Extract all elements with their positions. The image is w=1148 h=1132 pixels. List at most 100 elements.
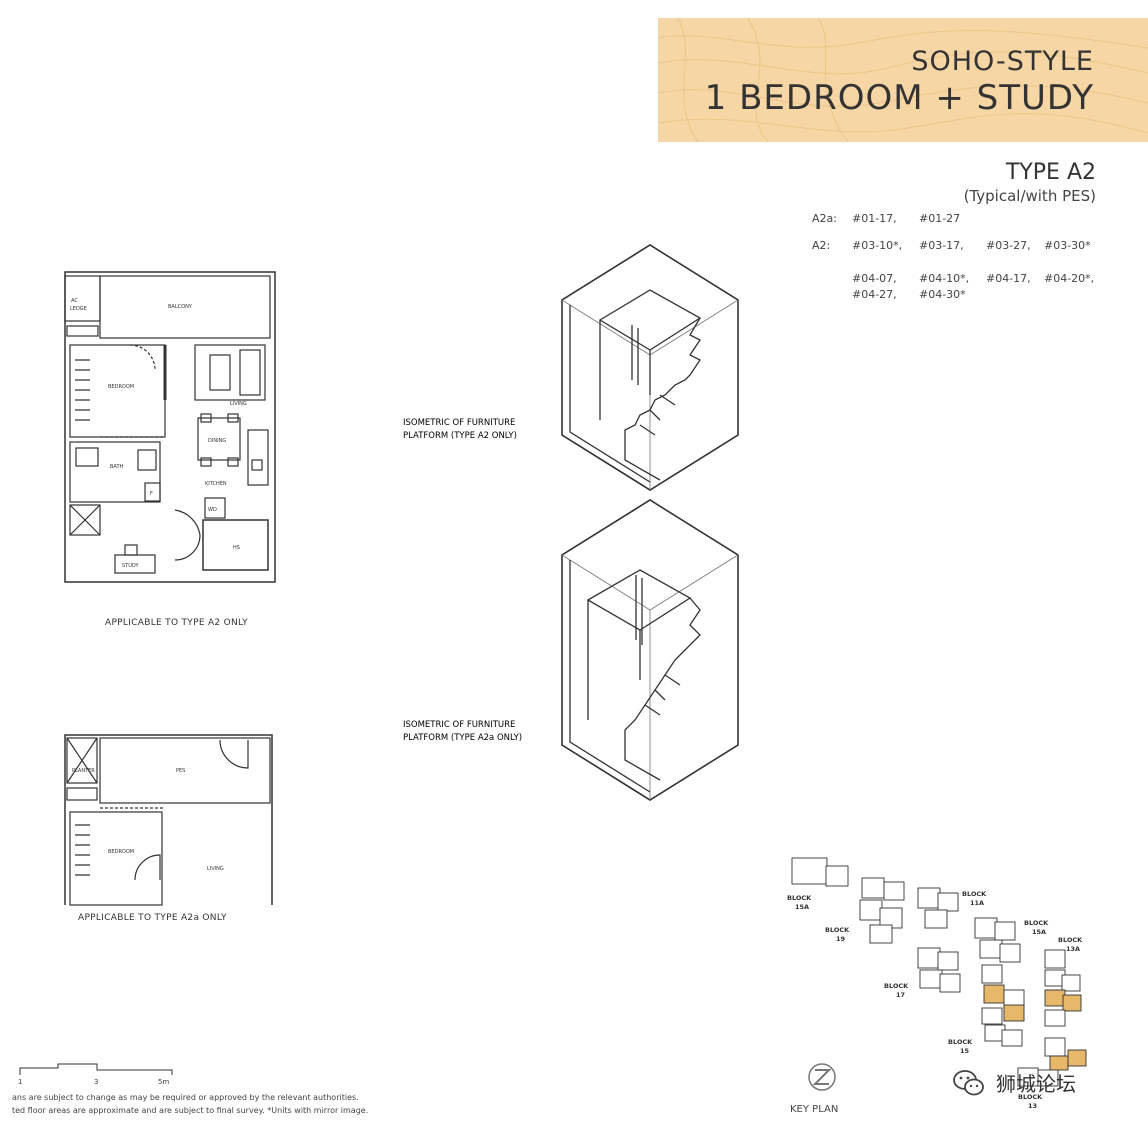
block-building — [974, 917, 998, 939]
block-label: 17 — [896, 991, 905, 999]
iso-a2-caption-line2: PLATFORM (TYPE A2 ONLY) — [403, 431, 517, 441]
dining-chair — [227, 413, 239, 423]
block-label: 19 — [836, 935, 846, 943]
disclaimer-line1: ans are subject to change as may be requ… — [12, 1093, 359, 1102]
dining-chair — [227, 457, 239, 467]
unit-number: #04-30* — [919, 288, 966, 301]
room-label: BATH — [110, 464, 124, 470]
block-building — [861, 877, 885, 899]
iso-a2-caption-line1: ISOMETRIC OF FURNITURE — [403, 418, 515, 428]
highlighted-unit — [983, 984, 1005, 1004]
scale-mark: 3 — [94, 1078, 99, 1086]
block-building — [939, 973, 961, 993]
bedroom-area — [69, 811, 163, 906]
key-plan-labels: BLOCK 15A BLOCK 19 BLOCK 11A BLOCK 15A B… — [787, 890, 1083, 1110]
block-building — [883, 881, 905, 901]
block-building — [1044, 1037, 1066, 1057]
bedroom-area — [69, 344, 166, 438]
floorplan-a2a-caption: APPLICABLE TO TYPE A2a ONLY — [78, 913, 227, 923]
wardrobe-lines — [75, 824, 90, 876]
stove — [251, 459, 263, 471]
block-building — [924, 909, 948, 929]
block-building — [1044, 949, 1066, 969]
watermark-text: 狮城论坛 — [996, 1072, 1076, 1096]
iso-inner-wall — [569, 305, 651, 483]
block-building — [791, 857, 828, 885]
disclaimer-line2: ted floor areas are approximate and are … — [12, 1106, 369, 1115]
unit-list-row: A2: #03-10*, #03-17, #03-27, #03-30* — [812, 239, 1091, 252]
block-building — [859, 899, 883, 921]
block-building — [979, 939, 1003, 959]
room-label: LIVING — [230, 401, 247, 407]
room-label: LEDGE — [70, 306, 87, 312]
block-label: 15A — [795, 903, 809, 911]
iso-a2a-caption-line2: PLATFORM (TYPE A2a ONLY) — [403, 733, 522, 743]
block-label: BLOCK — [825, 926, 850, 934]
isometric-a2-drawing — [561, 244, 739, 491]
unit-number: #01-17, — [852, 212, 897, 225]
ac-unit — [66, 787, 98, 801]
coffee-table — [209, 354, 231, 391]
unit-number: #01-27 — [919, 212, 961, 225]
block-building — [917, 887, 941, 909]
key-plan-map — [791, 857, 1087, 1087]
iso-post — [635, 575, 643, 645]
block-building — [1061, 974, 1081, 992]
hs-area — [202, 519, 269, 571]
block-building — [917, 947, 941, 969]
unit-number: #03-10*, — [852, 239, 903, 252]
highlighted-unit — [1062, 994, 1082, 1012]
block-building — [869, 924, 893, 944]
scale-bar-line — [19, 1063, 173, 1075]
room-label: STUDY — [122, 563, 139, 569]
block-building — [937, 892, 959, 912]
unit-number: #04-17, — [986, 272, 1031, 285]
unit-number: #04-27, — [852, 288, 897, 301]
room-label: PLANTER — [72, 768, 95, 774]
block-label: 13A — [1066, 945, 1080, 953]
block-building — [981, 964, 1003, 984]
unit-number: #03-30* — [1044, 239, 1091, 252]
floorplan-a2-outline — [64, 271, 276, 583]
shower-cross — [69, 504, 101, 536]
living-area — [194, 344, 266, 401]
iso-box-outline — [561, 244, 739, 491]
block-label: BLOCK — [1024, 919, 1049, 927]
iso-box-outline — [561, 499, 739, 801]
watermark: 狮城论坛 — [952, 1066, 1132, 1100]
block-building — [981, 1007, 1003, 1025]
floorplan-a2-caption: APPLICABLE TO TYPE A2 ONLY — [105, 618, 248, 628]
dining-chair — [200, 413, 212, 423]
ac-ledge-area — [64, 275, 101, 322]
wardrobe-lines — [75, 359, 90, 421]
block-label: 15 — [960, 1047, 970, 1055]
block-building — [999, 943, 1021, 963]
shower-area — [69, 504, 101, 536]
unit-list-row: A2a: #01-17, #01-27 — [812, 212, 960, 225]
room-label: BEDROOM — [108, 384, 134, 390]
iso-platform-legs — [587, 600, 641, 720]
iso-post — [631, 325, 639, 385]
toilet — [75, 447, 99, 467]
fridge — [144, 482, 161, 502]
dining-table — [197, 417, 241, 461]
unit-number: #03-17, — [919, 239, 964, 252]
pes-area — [99, 737, 271, 804]
floorplan-a2a-outline — [64, 734, 273, 905]
block-label: BLOCK — [962, 890, 987, 898]
block-building — [919, 969, 943, 989]
iso-inner-wall — [569, 560, 651, 793]
block-label: 11A — [970, 899, 984, 907]
block-label: BLOCK — [948, 1038, 973, 1046]
iso-a2a-caption-line1: ISOMETRIC OF FURNITURE — [403, 720, 515, 730]
banner-style-label: SOHO-STYLE — [911, 46, 1094, 77]
banner-title: 1 BEDROOM + STUDY — [704, 78, 1094, 118]
iso-stair-treads — [644, 674, 681, 716]
room-label: LIVING — [207, 866, 224, 872]
block-building — [825, 865, 849, 887]
room-label: BALCONY — [168, 304, 193, 310]
sofa — [239, 349, 261, 396]
contour-pattern — [658, 18, 1148, 142]
unit-number: #04-20*, — [1044, 272, 1095, 285]
